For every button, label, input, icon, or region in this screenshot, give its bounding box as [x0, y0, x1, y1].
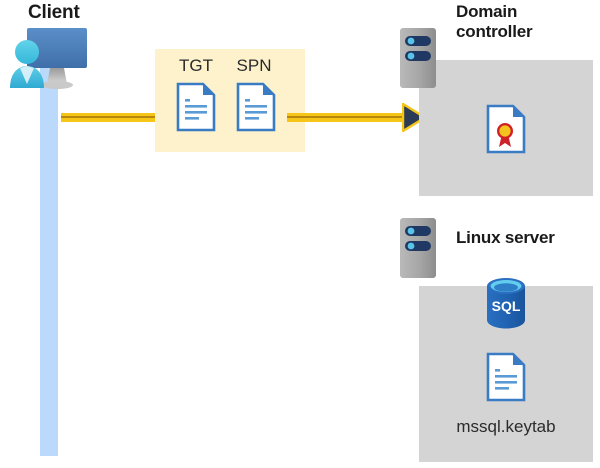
client-lifeline [40, 62, 58, 456]
certificate-document-icon [486, 104, 526, 154]
client-title: Client [28, 2, 80, 23]
client-workstation-icon [5, 26, 97, 94]
sql-database-label: SQL [492, 298, 521, 314]
tgt-document-icon [176, 82, 216, 132]
arrow-head-icon [401, 101, 428, 134]
arrow-segment-left [61, 113, 169, 122]
spn-document-icon [236, 82, 276, 132]
arrow-segment-right [287, 113, 409, 122]
linux-server-icon [400, 218, 436, 278]
keytab-document-icon [486, 352, 526, 402]
linux-server-title: Linux server [456, 228, 555, 247]
keytab-file-label: mssql.keytab [456, 417, 556, 436]
domain-controller-server-icon [400, 28, 436, 88]
sql-database-icon: SQL [484, 276, 528, 330]
domain-controller-title: Domain controller [456, 2, 533, 42]
spn-label: SPN [236, 56, 272, 75]
tgt-label: TGT [179, 56, 213, 75]
